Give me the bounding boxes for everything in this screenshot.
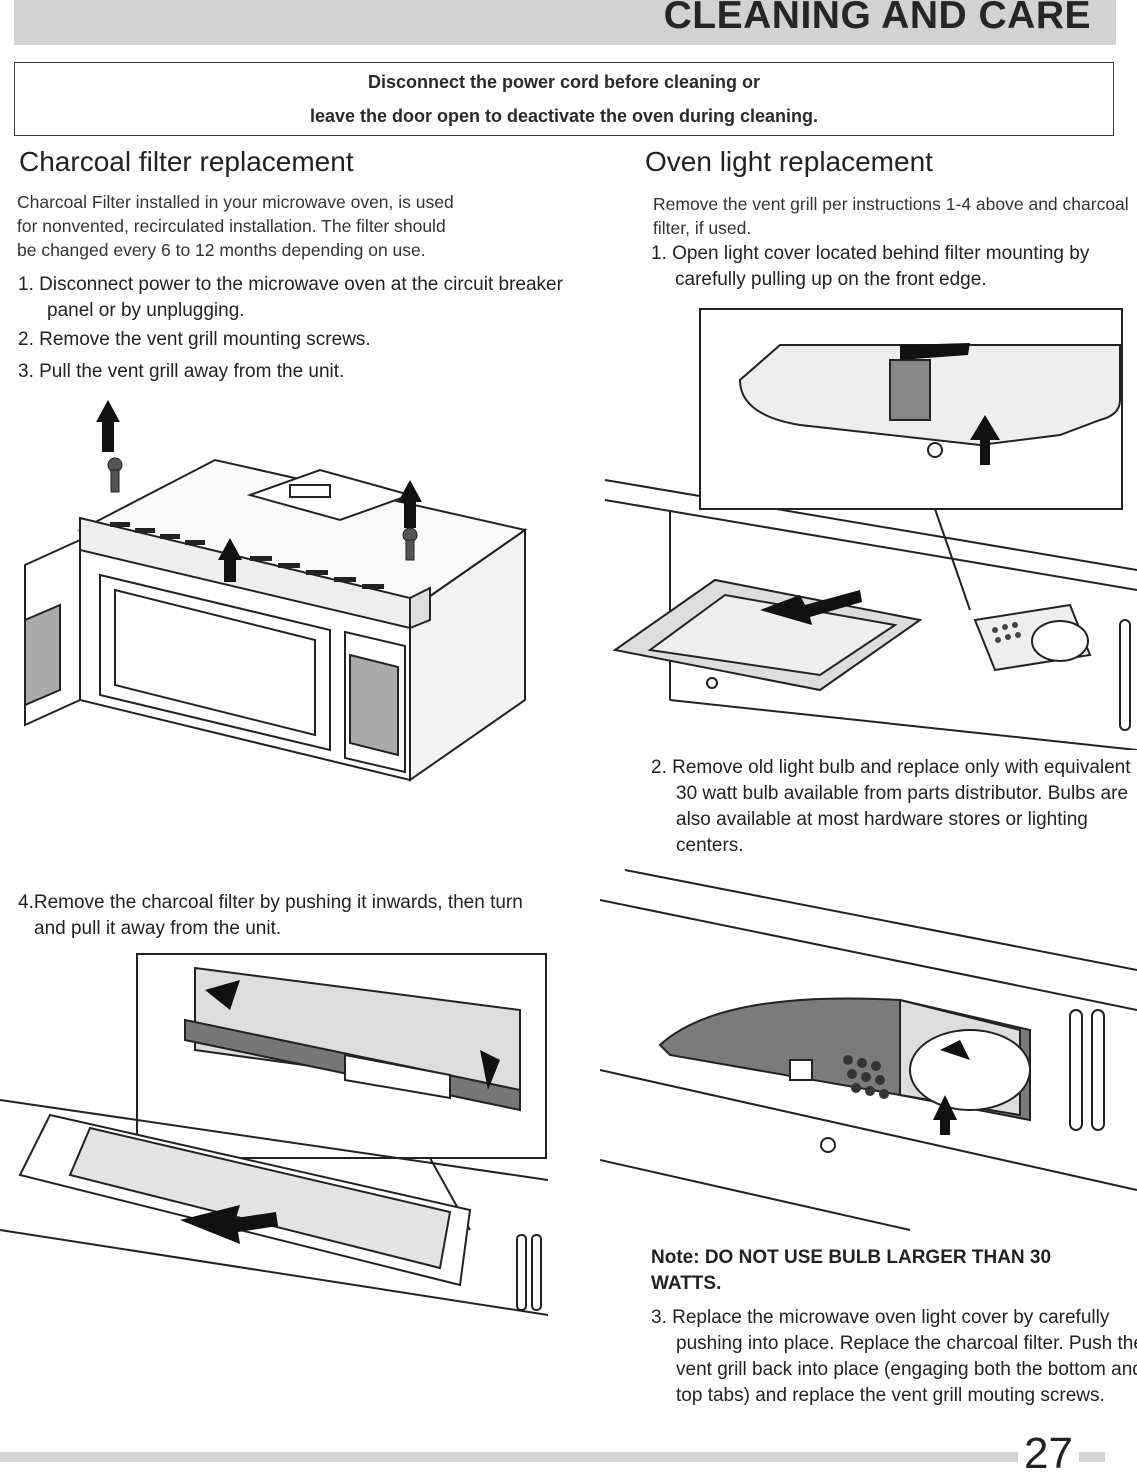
footer-bar bbox=[0, 1452, 1105, 1462]
light-step-3: 3. Replace the microwave oven light cove… bbox=[651, 1307, 1137, 1406]
charcoal-step-3: 3. Pull the vent grill away from the uni… bbox=[18, 361, 345, 382]
charcoal-step-1: 1. Disconnect power to the microwave ove… bbox=[18, 274, 563, 321]
light-cover-illustration bbox=[600, 305, 1137, 750]
charcoal-filter-illustration bbox=[0, 950, 548, 1370]
light-step-1: 1. Open light cover located behind filte… bbox=[651, 243, 1090, 290]
charcoal-step-4: 4.Remove the charcoal filter by pushing … bbox=[18, 892, 523, 939]
page-title: CLEANING AND CARE bbox=[663, 0, 1091, 37]
warning-line-2: leave the door open to deactivate the ov… bbox=[309, 106, 819, 126]
warning-box: Disconnect the power cord before cleanin… bbox=[14, 62, 1114, 136]
bulb-note: Note: DO NOT USE BULB LARGER THAN 30 WAT… bbox=[651, 1247, 1052, 1294]
charcoal-intro: Charcoal Filter installed in your microw… bbox=[17, 190, 527, 262]
microwave-vent-grill-illustration bbox=[20, 400, 540, 790]
light-step-2: 2. Remove old light bulb and replace onl… bbox=[651, 757, 1131, 856]
warning-line-1: Disconnect the power cord before cleanin… bbox=[367, 72, 761, 92]
light-intro: Remove the vent grill per instructions 1… bbox=[653, 194, 1129, 238]
header-bar bbox=[14, 0, 1116, 45]
charcoal-intro-line-1: Charcoal Filter installed in your microw… bbox=[17, 192, 454, 212]
page-number: 27 bbox=[1018, 1432, 1079, 1476]
charcoal-intro-line-3: be changed every 6 to 12 months dependin… bbox=[17, 240, 426, 260]
charcoal-intro-line-2: for nonvented, recirculated installation… bbox=[17, 216, 446, 236]
light-bulb-illustration bbox=[600, 860, 1137, 1235]
light-heading: Oven light replacement bbox=[645, 146, 933, 177]
charcoal-step-2: 2. Remove the vent grill mounting screws… bbox=[18, 329, 371, 350]
charcoal-heading: Charcoal filter replacement bbox=[19, 146, 354, 177]
